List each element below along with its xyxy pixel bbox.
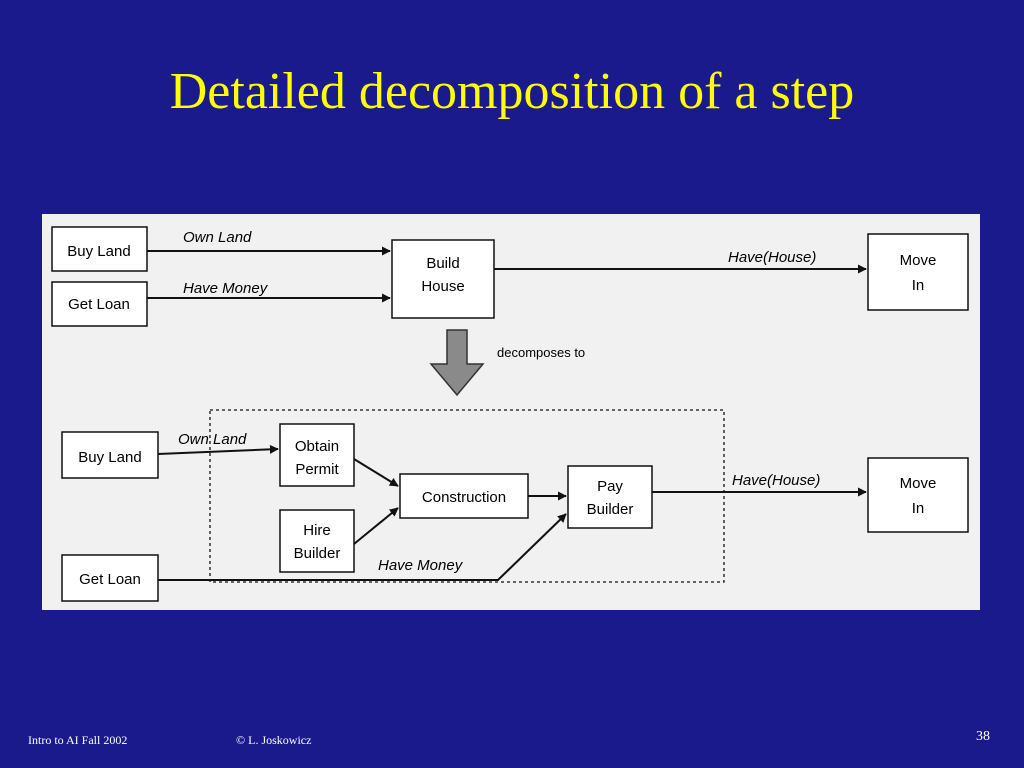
top-get-loan-label: Get Loan bbox=[68, 296, 130, 313]
bottom-move-in-label-2: In bbox=[912, 500, 925, 517]
bottom-move-in-box: Move In bbox=[867, 457, 969, 533]
decomposition-figure: Buy Land Get Loan Build House Move In Ow… bbox=[42, 214, 980, 610]
builder-to-construction-arrow bbox=[353, 507, 399, 545]
pay-builder-box: Pay Builder bbox=[567, 465, 653, 529]
bottom-have-house-label: Have(House) bbox=[732, 472, 820, 489]
hire-builder-label-2: Builder bbox=[294, 545, 341, 562]
page-number: 38 bbox=[976, 729, 990, 744]
bottom-have-money-label: Have Money bbox=[378, 557, 464, 574]
top-get-loan-box: Get Loan bbox=[51, 281, 148, 327]
top-build-house-label-2: House bbox=[421, 278, 464, 295]
slide-title: Detailed decomposition of a step bbox=[169, 63, 855, 120]
pay-builder-label-2: Builder bbox=[587, 501, 634, 518]
top-buy-land-box: Buy Land bbox=[51, 226, 148, 272]
top-buy-land-label: Buy Land bbox=[67, 243, 130, 260]
bottom-move-in-label-1: Move bbox=[900, 475, 937, 492]
construction-label: Construction bbox=[422, 489, 506, 506]
decomposition-diagram: Buy Land Get Loan Build House Move In Ow… bbox=[51, 226, 969, 602]
permit-to-construction-arrow bbox=[353, 458, 399, 487]
decomposes-arrow-icon bbox=[429, 329, 485, 397]
decomposition-region bbox=[209, 409, 725, 583]
top-have-house-label: Have(House) bbox=[728, 249, 816, 266]
top-move-in-box: Move In bbox=[867, 233, 969, 311]
footer-author: © L. Joskowicz bbox=[236, 733, 312, 747]
pay-builder-label-1: Pay bbox=[597, 478, 623, 495]
bottom-own-land-arrow bbox=[157, 444, 279, 455]
obtain-permit-label-1: Obtain bbox=[295, 438, 339, 455]
bottom-get-loan-label: Get Loan bbox=[79, 571, 141, 588]
top-have-money-label: Have Money bbox=[183, 280, 269, 297]
top-move-in-label-1: Move bbox=[900, 252, 937, 269]
bottom-own-land-label: Own Land bbox=[178, 431, 247, 448]
hire-builder-box: Hire Builder bbox=[279, 509, 355, 573]
top-build-house-label-1: Build bbox=[426, 255, 459, 272]
top-move-in-label-2: In bbox=[912, 277, 925, 294]
bottom-have-money-arrow bbox=[158, 513, 567, 581]
top-own-land-label: Own Land bbox=[183, 229, 252, 246]
footer-course: Intro to AI Fall 2002 bbox=[28, 733, 128, 747]
decomposes-to-label: decomposes to bbox=[497, 345, 585, 360]
bottom-get-loan-box: Get Loan bbox=[61, 554, 159, 602]
hire-builder-label-1: Hire bbox=[303, 522, 331, 539]
bottom-buy-land-box: Buy Land bbox=[61, 431, 159, 479]
top-build-house-box: Build House bbox=[391, 239, 495, 319]
obtain-permit-box: Obtain Permit bbox=[279, 423, 355, 487]
obtain-permit-label-2: Permit bbox=[295, 461, 339, 478]
bottom-buy-land-label: Buy Land bbox=[78, 449, 141, 466]
construction-box: Construction bbox=[399, 473, 529, 519]
